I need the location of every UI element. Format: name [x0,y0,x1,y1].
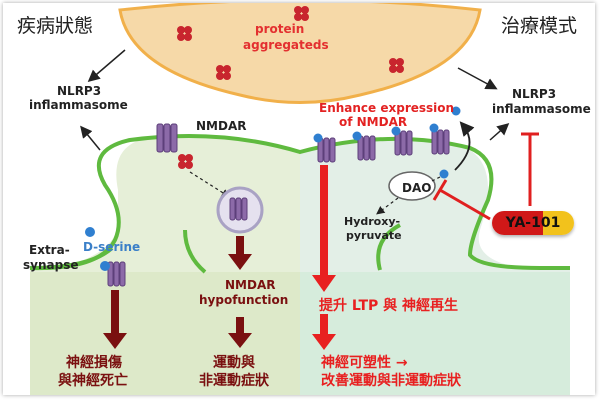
dserine-dot-right-5 [451,106,461,116]
dserine-label: D-serine [83,240,141,254]
arrow-blob-to-nlrp3-left [87,49,126,82]
arrow-ltp-to-plasticity [312,314,336,350]
protein-cluster-1 [177,26,192,41]
hydroxypyruvate-line2: pyruvate [346,229,402,242]
treatment-mode-title: 治療模式 [501,15,578,37]
left-dendrite [29,246,114,270]
nmdar-receptor-internalized [229,197,248,221]
left-bottom-panel [30,272,300,395]
dserine-dot-left [85,227,95,237]
motor-symptoms-line2: 非運動症狀 [199,373,269,389]
ltp-neurogenesis-label: 提升 LTP 與 神經再生 [319,298,459,314]
nmdar-receptor-right-3 [394,130,413,156]
protein-cluster-3 [216,65,231,80]
dserine-dot-dao [439,169,449,179]
neuro-damage-line1: 神經損傷 [66,355,122,371]
protein-cluster-2 [294,6,309,21]
enhance-expression-line1: Enhance expression [319,101,455,115]
hydroxypyruvate-line1: Hydroxy- [344,215,401,228]
nmdar-receptor-left [156,123,178,153]
arrow-membrane-to-nlrp3-right [489,123,510,141]
arrow-nmdar-to-hypofunction [228,236,252,270]
arrow-blob-to-nlrp3-right [457,67,498,90]
arrow-hypofunction-to-motor [228,317,252,348]
cell-membrane [29,134,570,271]
arrow-dserine-to-dao [431,176,441,182]
arrow-dao-to-hydroxypyruvate [376,197,399,215]
inhibit-ya101-dao-bar [432,179,448,201]
dserine-dot-right-3 [391,126,401,136]
nmdar-label: NMDAR [196,119,247,133]
arrow-membrane-to-nlrp3-left [80,125,101,151]
ya101-drug-pill: YA-101 [492,211,574,235]
protein-cluster-4 [389,58,404,73]
protein-cluster-5 [178,154,193,169]
arrow-internalization [189,171,231,198]
dao-label: DAO [402,181,432,195]
dserine-dot-right-1 [313,133,323,143]
nmdar-receptor-right-1 [317,137,336,163]
protein-aggregate-blob [118,3,482,104]
nlrp3-left-line1: NLRP3 [57,84,102,98]
ya101-label: YA-101 [505,215,561,231]
synapse-inner-membrane [183,223,401,274]
disease-state-title: 疾病狀態 [17,15,94,37]
enhance-expression-line2: of NMDAR [339,115,408,129]
nmdar-hypofunction-line2: hypofunction [199,293,289,307]
arrow-receptors-to-ltp [312,165,336,292]
neuro-damage-line2: 與神經死亡 [58,373,128,389]
extra-synapse-line2: synapse [23,258,79,272]
nmdar-receptor-right-4 [431,129,450,155]
protein-label-line2: aggregateds [243,38,329,52]
motor-symptoms-line1: 運動與 [213,355,255,371]
diagram-canvas [29,3,570,395]
inhibit-ya101-dao [439,188,491,221]
plasticity-line2: 改善運動與非運動症狀 [321,373,461,389]
arrow-dao-to-receptors [454,121,475,171]
extra-synapse-line1: Extra- [29,243,70,257]
dao-enzyme [388,171,436,201]
nlrp3-left-line2: inflammasome [29,98,128,112]
plasticity-line1: 神經可塑性 → [321,355,408,371]
dserine-dot-right-2 [352,131,362,141]
nlrp3-right-line2: inflammasome [492,102,591,116]
nmdar-receptor-extrasynaptic [107,261,126,287]
nmdar-receptor-right-2 [357,135,376,161]
nlrp3-right-line1: NLRP3 [512,87,557,101]
dserine-dot-extrasynapse [100,261,110,271]
diagram-frame: 疾病狀態 治療模式 protein aggregateds NLRP3 infl… [3,3,595,395]
right-bottom-panel [300,272,570,395]
protein-label-line1: protein [255,22,305,36]
dserine-dot-right-4 [429,123,439,133]
nmdar-hypofunction-line1: NMDAR [225,278,276,292]
arrow-extrasynapse-to-damage [103,290,127,349]
